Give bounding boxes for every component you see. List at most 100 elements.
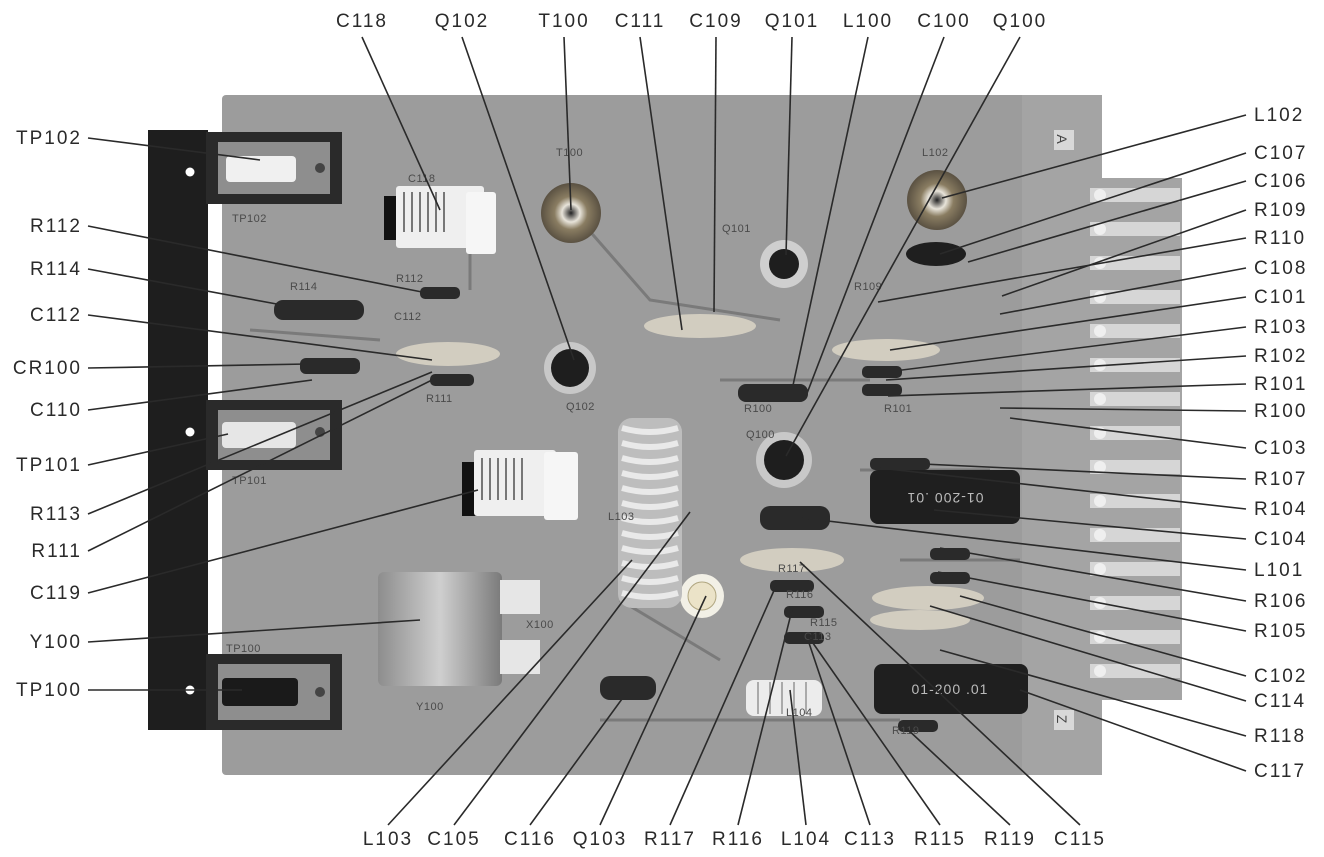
leader-q102 [461, 36, 575, 361]
leader-r119 [903, 725, 1011, 826]
silkscreen-r114: R114 [290, 281, 317, 293]
silkscreen-r109: R109 [854, 281, 882, 293]
leader-c109 [713, 36, 717, 313]
label-tp101: TP101 [16, 455, 82, 476]
transistor-q103 [680, 574, 724, 618]
leader-c112 [87, 314, 433, 361]
leader-r107 [879, 461, 1247, 480]
leader-r105 [937, 571, 1247, 632]
coil-turn [621, 455, 679, 465]
ceramic-capacitor-c114 [872, 586, 984, 610]
ceramic-capacitor-c102 [870, 610, 970, 630]
contact-finger [1090, 562, 1180, 576]
label-r119: R119 [984, 829, 1036, 850]
silkscreen-tp102: TP102 [232, 213, 267, 225]
transistor-q100 [756, 432, 812, 488]
label-c115: C115 [1054, 829, 1106, 850]
label-r102: R102 [1254, 346, 1307, 367]
label-c114: C114 [1254, 691, 1306, 712]
leader-c108 [999, 267, 1247, 315]
contact-via [1094, 223, 1106, 235]
silkscreen-r101: R101 [884, 403, 912, 415]
label-r113: R113 [30, 504, 82, 525]
disc-capacitor-c107 [906, 242, 966, 266]
coil-turn [621, 545, 679, 555]
resistor-r105 [930, 572, 970, 584]
label-q103: Q103 [573, 829, 627, 850]
coil-turn [621, 500, 679, 510]
label-l101: L101 [1254, 560, 1304, 581]
silkscreen-tp101: TP101 [232, 475, 267, 487]
leader-c115 [799, 561, 1081, 826]
silkscreen-r117: R117 [778, 563, 805, 575]
ceramic-capacitors [396, 314, 984, 630]
capacitor-marking-c117: 01-200 .01 [912, 681, 989, 697]
coil-turn [621, 515, 679, 525]
leader-r100 [999, 407, 1247, 412]
leader-c118 [361, 36, 441, 211]
ceramic-capacitor-c111 [644, 314, 756, 338]
leader-r109 [1001, 209, 1247, 297]
label-r105: R105 [1254, 621, 1307, 642]
leader-q100 [785, 36, 1021, 457]
edge-mark-z: Z [1054, 715, 1070, 726]
label-t100: T100 [538, 11, 589, 32]
leader-r111 [87, 379, 433, 552]
transistor-q101 [760, 240, 808, 288]
toroid-t100 [541, 183, 601, 243]
contact-via [1094, 325, 1106, 337]
label-r117: R117 [644, 829, 696, 850]
leader-r110 [877, 237, 1247, 303]
ceramic-capacitor-c112 [396, 342, 500, 366]
label-c104: C104 [1254, 529, 1307, 550]
inductor-l104 [746, 680, 822, 716]
leader-l104 [789, 689, 807, 826]
leader-c107 [939, 152, 1247, 255]
label-c108: C108 [1254, 258, 1307, 279]
edge-mark-a: A [1054, 134, 1070, 145]
leader-y100 [87, 619, 421, 643]
contact-via [1094, 189, 1106, 201]
label-r100: R100 [1254, 401, 1307, 422]
leader-c101 [889, 296, 1247, 351]
leader-c103 [1009, 417, 1247, 449]
leader-lines [87, 36, 1247, 826]
silkscreen-l102: L102 [922, 147, 948, 159]
label-r106: R106 [1254, 591, 1307, 612]
leader-c106 [967, 180, 1247, 263]
label-r118: R118 [1254, 726, 1306, 747]
coil-turn [621, 425, 679, 435]
leader-c116 [529, 687, 631, 826]
silkscreen-y100: Y100 [416, 701, 444, 713]
leader-l100 [791, 36, 869, 391]
label-l103: L103 [363, 829, 413, 850]
label-tp102: TP102 [16, 128, 82, 149]
leader-c119 [87, 489, 479, 594]
label-c110: C110 [30, 400, 82, 421]
leader-tp102 [87, 137, 261, 161]
resistor-l101 [760, 506, 830, 530]
label-r115: R115 [914, 829, 966, 850]
leader-r118 [939, 649, 1247, 737]
label-y100: Y100 [30, 632, 82, 653]
contact-finger [1090, 324, 1180, 338]
leader-cr100 [87, 363, 309, 369]
leader-r104 [879, 467, 1247, 510]
label-r109: R109 [1254, 200, 1307, 221]
label-c102: C102 [1254, 666, 1307, 687]
label-c109: C109 [689, 11, 742, 32]
ceramic-capacitor-c115 [740, 548, 844, 572]
toroid-l102 [907, 170, 967, 230]
leader-r115 [807, 635, 941, 826]
contact-finger [1090, 392, 1180, 406]
diode-cr100 [300, 358, 360, 374]
label-c113: C113 [844, 829, 896, 850]
leader-c117 [1019, 689, 1247, 772]
label-c111: C111 [615, 11, 666, 32]
silkscreen-r111: R111 [426, 393, 453, 405]
contact-via [1094, 563, 1106, 575]
leader-r113 [87, 371, 433, 515]
label-c117: C117 [1254, 761, 1306, 782]
